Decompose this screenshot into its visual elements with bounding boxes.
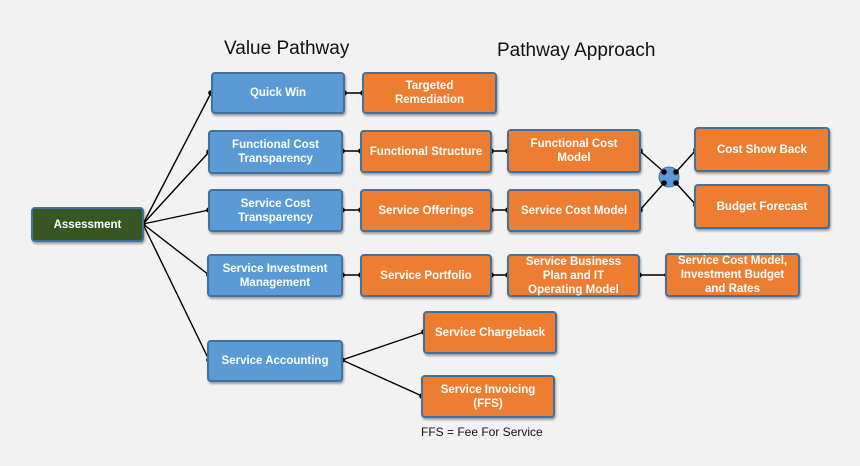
link-accounting-chargeback [341, 331, 425, 361]
node-label: Budget Forecast [716, 200, 808, 213]
node-functional-structure[interactable]: Functional Structure [360, 130, 492, 173]
node-label: Service Cost Model [520, 204, 628, 217]
node-service-investment-management[interactable]: Service Investment Management [207, 254, 343, 297]
node-service-cost-model[interactable]: Service Cost Model [507, 189, 641, 232]
node-label: Functional Cost Model [530, 138, 618, 164]
node-label: Service Business Plan and IT Operating M… [525, 255, 622, 296]
link-assessment-investment [142, 223, 210, 276]
node-label: Functional Cost Transparency [232, 139, 319, 165]
node-quick-win[interactable]: Quick Win [211, 72, 345, 114]
connector-dot [661, 180, 667, 186]
node-service-accounting[interactable]: Service Accounting [207, 340, 343, 382]
link-assessment-quickwin [142, 92, 212, 225]
node-label: Service Investment Management [222, 262, 328, 289]
node-service-invoicing[interactable]: Service Invoicing (FFS) [421, 375, 555, 418]
link-hub-showback [675, 149, 697, 173]
link-scmodel-hub [639, 182, 665, 211]
node-label: Service Invoicing (FFS) [440, 383, 536, 410]
node-functional-cost-model[interactable]: Functional Cost Model [507, 129, 641, 173]
node-label: Service Accounting [221, 355, 329, 367]
node-budget-forecast[interactable]: Budget Forecast [694, 184, 830, 229]
node-label: Service Cost Transparency [238, 197, 313, 224]
node-service-offerings[interactable]: Service Offerings [360, 189, 492, 232]
node-label: Service Chargeback [435, 326, 545, 339]
node-service-portfolio[interactable]: Service Portfolio [360, 254, 492, 297]
node-label: Functional Structure [369, 145, 483, 158]
node-service-cost-model-investment[interactable]: Service Cost Model, Investment Budget an… [665, 253, 800, 297]
link-assessment-functional [142, 151, 210, 225]
node-label: Service Cost Model, Investment Budget an… [677, 255, 788, 295]
link-assessment-servicecost [142, 209, 210, 225]
node-label: Service Offerings [378, 204, 474, 217]
node-assessment[interactable]: Assessment [31, 207, 144, 242]
node-targeted-remediation[interactable]: Targeted Remediation [362, 72, 497, 114]
link-fcmodel-hub [639, 150, 665, 173]
node-label: Cost Show Back [716, 143, 808, 156]
node-service-cost-transparency[interactable]: Service Cost Transparency [208, 189, 343, 232]
heading-value-pathway: Value Pathway [224, 38, 350, 59]
connector-dot [673, 180, 679, 186]
node-label: Assessment [53, 218, 122, 231]
node-functional-cost-transparency[interactable]: Functional Cost Transparency [208, 130, 343, 174]
footnote: FFS = Fee For Service [421, 425, 543, 439]
link-accounting-invoicing [341, 359, 423, 397]
node-service-business-plan[interactable]: Service Business Plan and IT Operating M… [507, 254, 640, 297]
node-service-chargeback[interactable]: Service Chargeback [423, 311, 557, 354]
link-assessment-accounting [142, 223, 210, 361]
link-hub-forecast [675, 182, 697, 206]
connector-dot [661, 169, 667, 175]
node-label: Targeted Remediation [394, 80, 464, 106]
node-label: Service Portfolio [380, 269, 472, 282]
connector-dot [673, 169, 679, 175]
node-label: Quick Win [249, 87, 307, 99]
heading-pathway-approach: Pathway Approach [497, 40, 656, 61]
node-cost-show-back[interactable]: Cost Show Back [694, 127, 830, 172]
